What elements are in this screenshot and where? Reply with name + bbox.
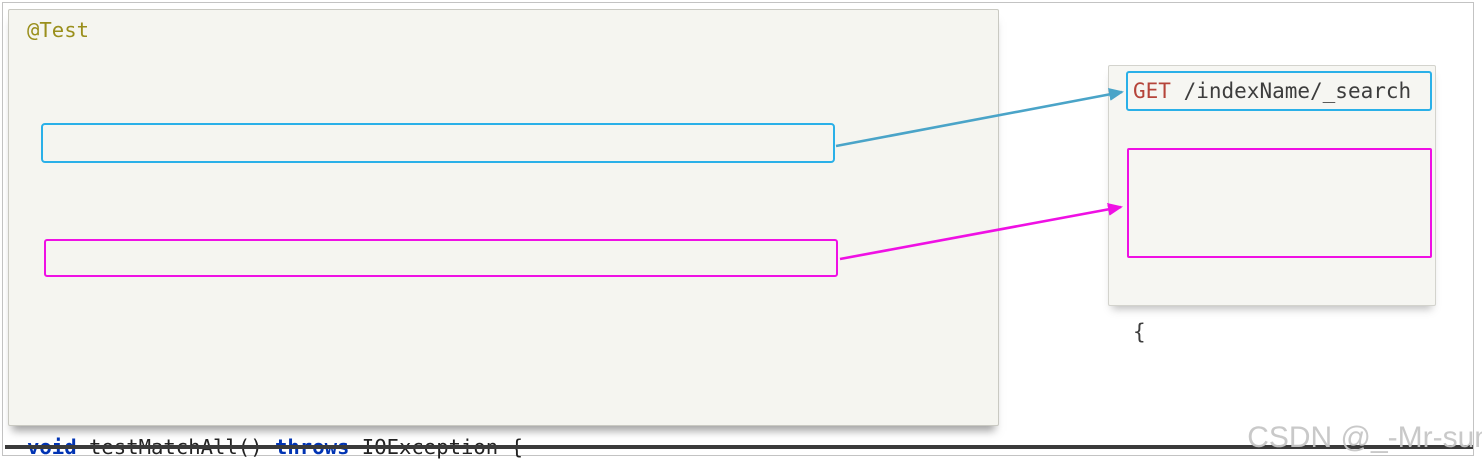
code-line: GET /indexName/_search bbox=[1133, 79, 1412, 103]
code-line: { bbox=[1133, 320, 1146, 344]
code-line: @Test bbox=[27, 18, 89, 42]
window-bottom-edge bbox=[5, 445, 1473, 449]
dsl-request-panel: GET /indexName/_search{ "query": { "matc… bbox=[1108, 65, 1436, 344]
csdn-watermark: CSDN @_-Mr-sun bbox=[1247, 421, 1482, 454]
